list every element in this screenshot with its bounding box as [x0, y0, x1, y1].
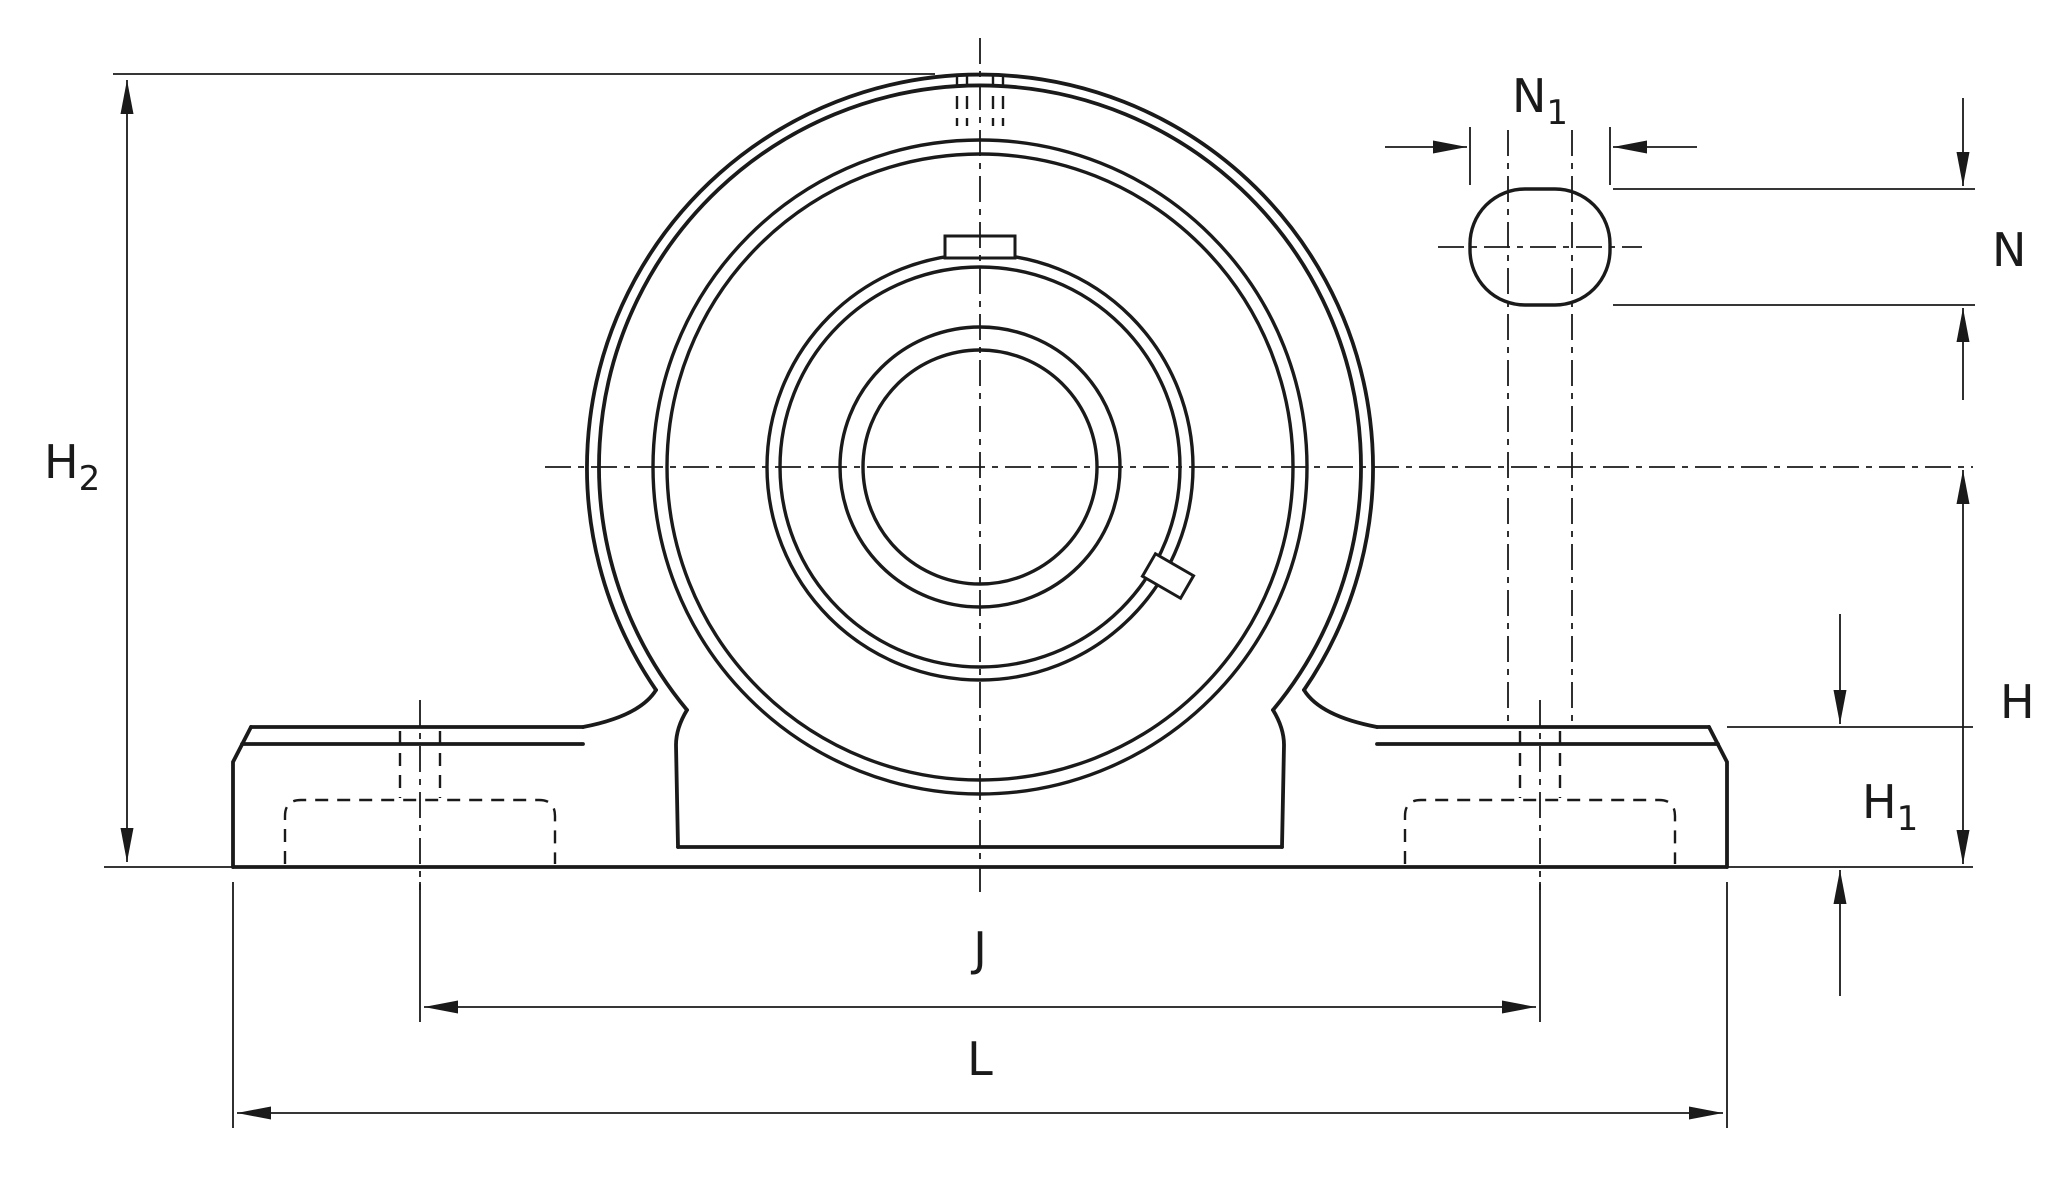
left-foot-outer-edge [231, 725, 253, 869]
hidden-lines [283, 74, 1677, 864]
left-slot-pocket-hidden [283, 798, 557, 864]
label-h2: H2 [44, 435, 100, 499]
centerlines [419, 38, 1973, 893]
left-arch-fillet [581, 688, 658, 729]
right-slot-pocket-hidden [1403, 798, 1677, 864]
label-h: H [2000, 675, 2035, 729]
right-foot-outer-edge [1707, 725, 1729, 869]
label-n1: N1 [1512, 69, 1568, 133]
right-arch-fillet [1302, 688, 1379, 729]
label-h1: H1 [1862, 775, 1918, 839]
dimension-lines [120, 80, 1970, 1120]
mounting-slot-detail [1438, 130, 1642, 723]
set-screw-boss [1140, 551, 1196, 601]
extension-lines [104, 73, 1975, 1128]
right-foot-inner-edge [1271, 708, 1286, 849]
label-l: L [967, 1032, 993, 1086]
dimension-labels: H2 N1 N H H1 J L [44, 69, 2035, 1086]
left-foot-inner-edge [674, 708, 689, 849]
label-j: J [970, 922, 987, 976]
label-n: N [1992, 223, 2026, 277]
